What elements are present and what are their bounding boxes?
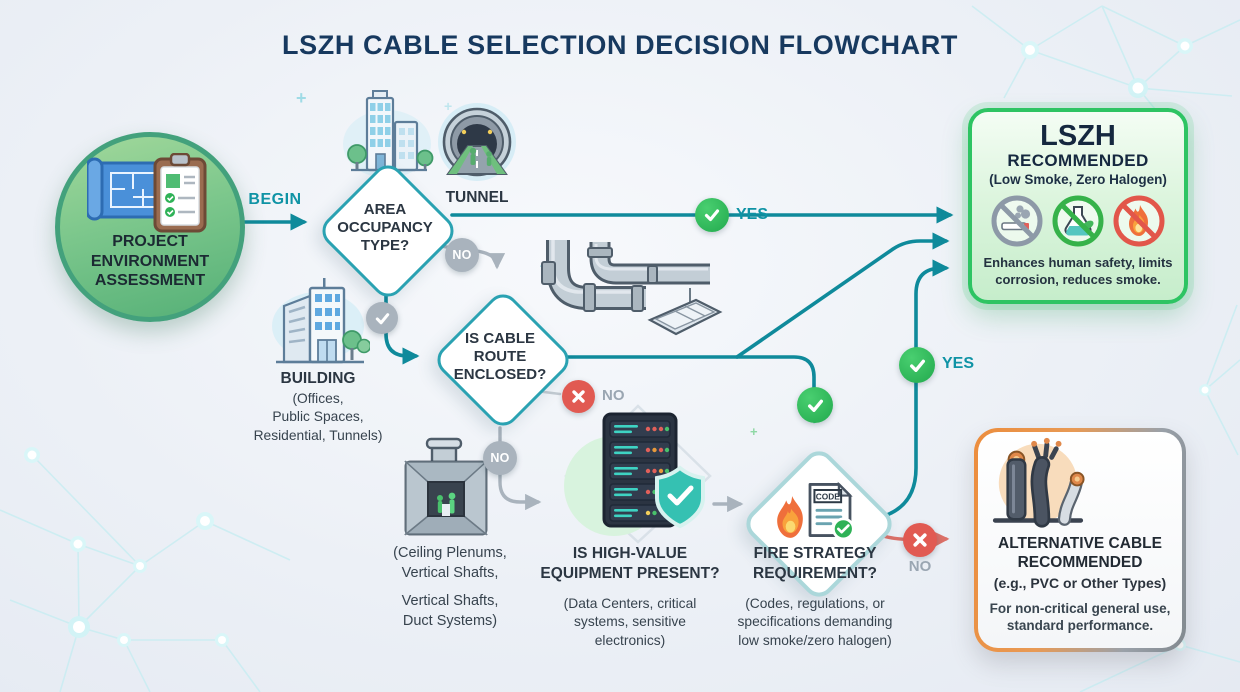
area-yes-label: YES: [736, 206, 769, 223]
fire-strategy-examples: (Codes, regulations, or specifications d…: [737, 596, 893, 648]
fire-yes-label: YES: [942, 355, 975, 372]
duct-shaft-icon: [403, 437, 489, 536]
tunnel-label: TUNNEL: [445, 189, 509, 206]
no-smoking-icon: [991, 195, 1043, 247]
alternative-description: For non-critical general use, standard p…: [989, 600, 1171, 634]
alternative-box-inner: ALTERNATIVE CABLE RECOMMENDED (e.g., PVC…: [978, 432, 1182, 648]
server-rack-icon: [564, 404, 712, 544]
no-halogen-flask-icon: [1052, 195, 1104, 247]
yes-check-icon: [695, 198, 729, 232]
building-examples: (Offices, Public Spaces, Residential, Tu…: [253, 391, 383, 443]
pipes-vent-icon: [541, 240, 723, 336]
lszh-benefits: Enhances human safety, limits corrosion,…: [983, 255, 1173, 288]
decision-cable-route-label: IS CABLE ROUTE ENCLOSED?: [453, 329, 547, 384]
lszh-subtitle: RECOMMENDED: [1007, 151, 1149, 171]
fire-strategy-question: FIRE STRATEGY REQUIREMENT?: [753, 545, 877, 582]
code-document-icon: CODE: [808, 481, 855, 540]
fire-no-label: NO: [908, 558, 932, 575]
no-badge-area: NO: [445, 238, 479, 272]
fire-branch-check-icon: [797, 387, 833, 423]
lszh-icon-row: [972, 194, 1184, 248]
building-branch-check-icon: [366, 302, 398, 334]
edge-area-building-line: [384, 280, 420, 365]
edge-fire-yes-line: [882, 259, 950, 518]
alternative-title: ALTERNATIVE CABLE RECOMMENDED: [998, 535, 1162, 572]
edge-route-to-lszh-line: [735, 232, 950, 359]
fire-strategy-icons: CODE: [765, 478, 865, 548]
tunnel-icon: [438, 103, 516, 181]
edge-route-no-down-line: [498, 426, 542, 511]
page-title: LSZH CABLE SELECTION DECISION FLOWCHART: [282, 30, 958, 60]
fire-no-cross-icon: [903, 523, 937, 557]
start-node-project-environment-assessment: PROJECT ENVIRONMENT ASSESSMENT: [55, 132, 245, 322]
decision-area-occupancy-label: AREA OCCUPANCY TYPE?: [337, 200, 433, 255]
building-city-icon: [343, 90, 434, 178]
no-fire-icon: [1113, 195, 1165, 247]
sparkle-decoration: +: [750, 424, 758, 439]
alternative-subtitle: (e.g., PVC or Other Types): [993, 574, 1167, 591]
outcome-lszh-recommended: LSZH RECOMMENDED (Low Smoke, Zero Haloge…: [968, 108, 1188, 304]
sparkle-decoration: +: [444, 98, 453, 114]
edge-route-to-fire-line: [566, 355, 823, 424]
building-offices-icon: [272, 278, 370, 364]
no-cross-icon-route: [562, 380, 595, 413]
lszh-title: LSZH: [1040, 120, 1116, 152]
sparkle-decoration: +: [296, 88, 307, 108]
begin-label: BEGIN: [248, 191, 302, 208]
enclosed-examples-block2: Vertical Shafts, Duct Systems): [401, 593, 499, 629]
code-doc-label: CODE: [816, 491, 841, 501]
start-node-label: PROJECT ENVIRONMENT ASSESSMENT: [90, 233, 210, 290]
equipment-question: IS HIGH-VALUE EQUIPMENT PRESENT?: [540, 545, 720, 582]
flame-icon: [777, 496, 803, 538]
outcome-alternative-cable: ALTERNATIVE CABLE RECOMMENDED (e.g., PVC…: [974, 428, 1186, 652]
route-no-label: NO: [602, 387, 625, 404]
no-badge-route-down: NO: [483, 441, 517, 475]
enclosed-examples-block1: (Ceiling Plenums, Vertical Shafts,: [393, 545, 507, 581]
equipment-examples: (Data Centers, critical systems, sensiti…: [563, 596, 697, 648]
fire-yes-check-icon: [899, 347, 935, 383]
building-caption: BUILDING: [280, 370, 356, 387]
lszh-tagline: (Low Smoke, Zero Halogen): [989, 172, 1167, 188]
blueprint-clipboard-icon: [87, 153, 207, 233]
cables-icon: [992, 437, 1085, 528]
